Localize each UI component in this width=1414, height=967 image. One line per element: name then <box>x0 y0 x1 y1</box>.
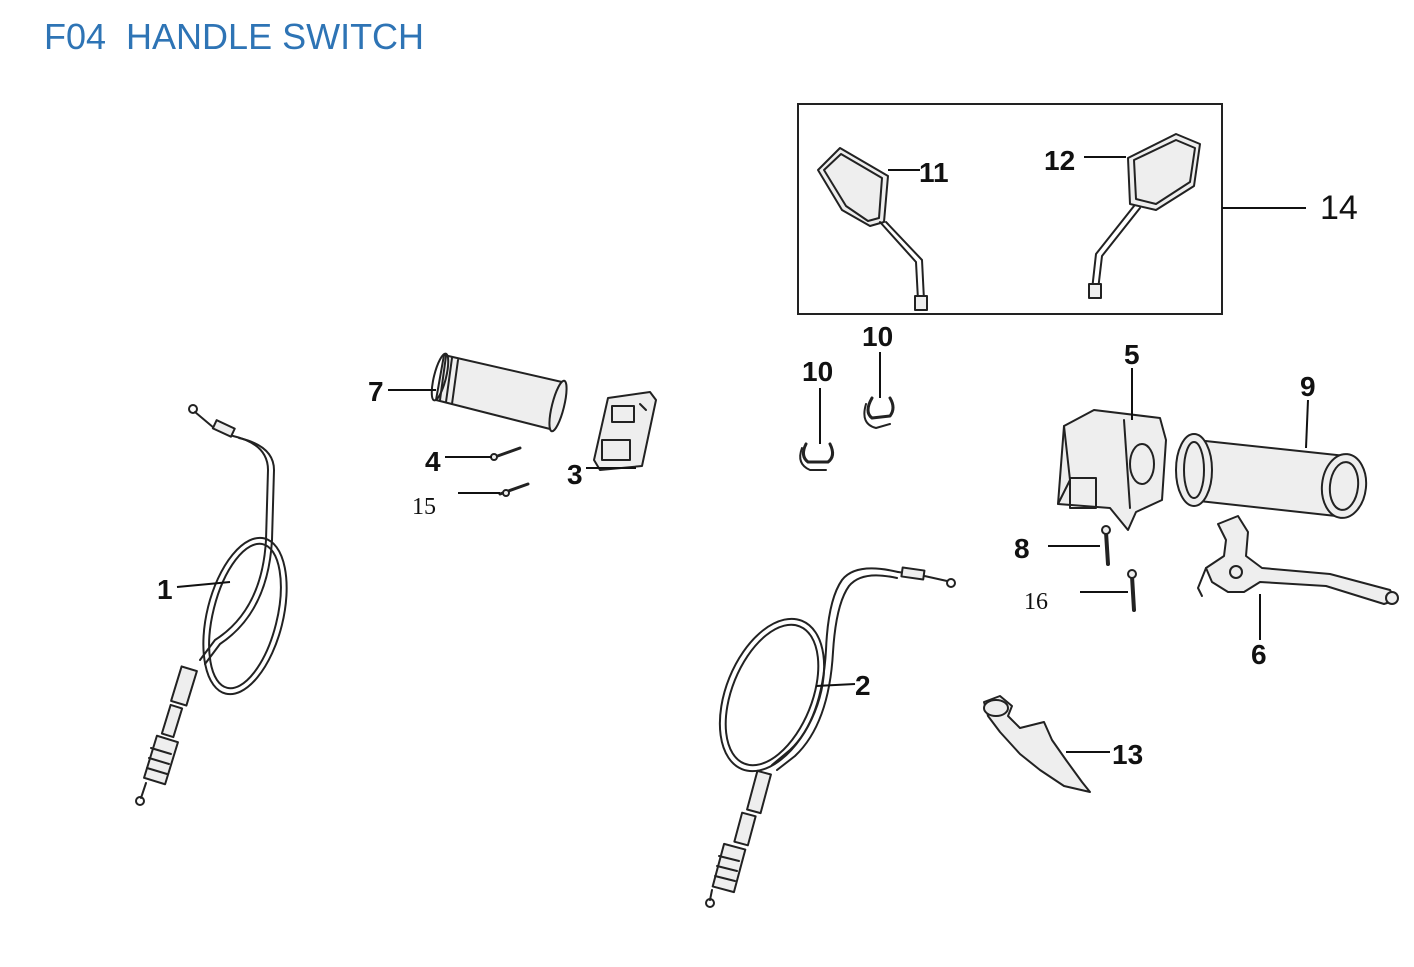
callout-4: 4 <box>425 446 441 477</box>
part-10-clip-a <box>799 442 835 471</box>
callout-8: 8 <box>1014 533 1030 564</box>
callout-13: 13 <box>1112 739 1143 770</box>
part-4-screw <box>490 446 522 461</box>
page-title: F04 HANDLE SWITCH <box>44 16 425 57</box>
part-1-cable <box>135 404 288 806</box>
callout-2: 2 <box>855 670 871 701</box>
part-7-left-grip <box>430 352 568 433</box>
callout-1: 1 <box>157 574 173 605</box>
callout-7: 7 <box>368 376 384 407</box>
part-16-screw <box>1127 569 1137 612</box>
callout-16: 16 <box>1024 589 1048 615</box>
part-3-left-switch <box>593 391 657 471</box>
callout-10a: 10 <box>802 356 833 387</box>
callout-14: 14 <box>1320 189 1358 227</box>
callout-3: 3 <box>567 459 583 490</box>
callout-15: 15 <box>412 494 436 520</box>
leader-9 <box>1305 399 1309 449</box>
part-8-screw <box>1101 525 1111 566</box>
callout-5: 5 <box>1124 339 1140 370</box>
part-2-cable <box>705 566 956 908</box>
part-12-right-mirror <box>1088 133 1201 299</box>
callout-12: 12 <box>1044 145 1075 176</box>
leader-2 <box>815 683 856 687</box>
callout-10b: 10 <box>862 321 893 352</box>
leader-1 <box>176 581 231 588</box>
part-13-guard <box>983 695 1091 793</box>
part-11-left-mirror <box>817 147 928 311</box>
part-5-right-switch <box>1057 409 1167 531</box>
callout-6: 6 <box>1251 639 1267 670</box>
part-6-brake-lever <box>1197 515 1399 605</box>
callout-9: 9 <box>1300 371 1316 402</box>
part-15-screw <box>498 482 530 497</box>
part-10-clip-b <box>863 396 895 429</box>
callout-11: 11 <box>919 157 949 188</box>
part-9-right-grip <box>1175 433 1368 519</box>
